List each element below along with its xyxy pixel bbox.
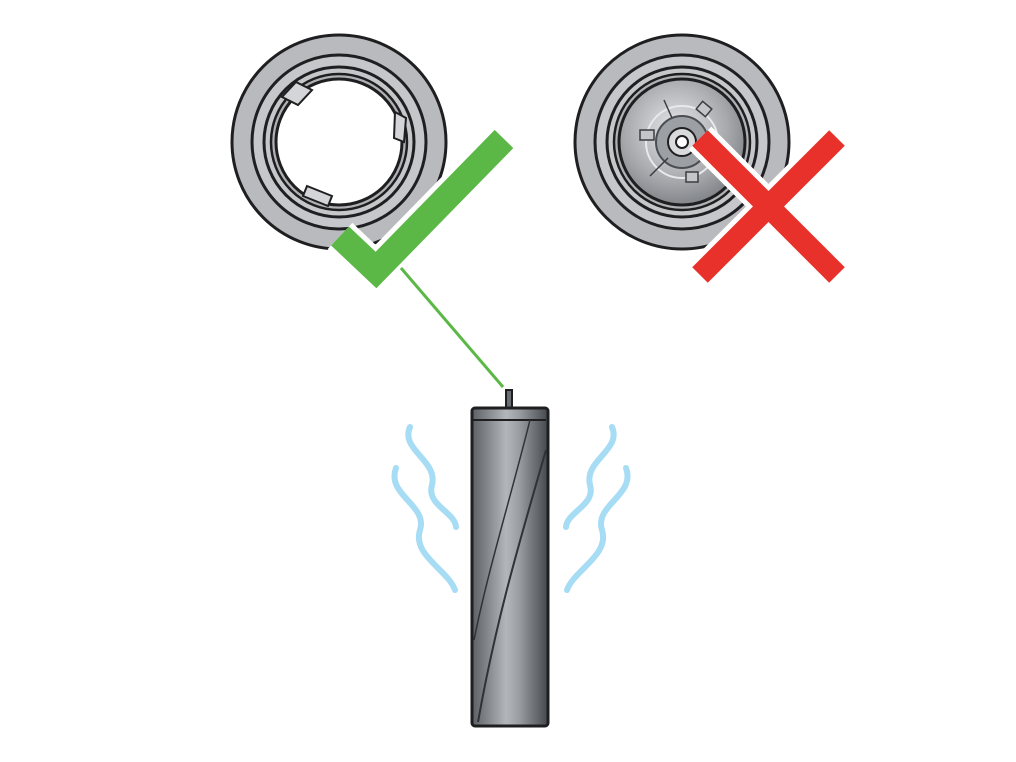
check-icon: [327, 126, 517, 296]
brush-roller: [470, 389, 550, 728]
wave-icon: [391, 424, 631, 593]
clean-roller-end: [230, 33, 448, 251]
connector-line: [399, 267, 505, 388]
cross-icon: [688, 126, 849, 287]
